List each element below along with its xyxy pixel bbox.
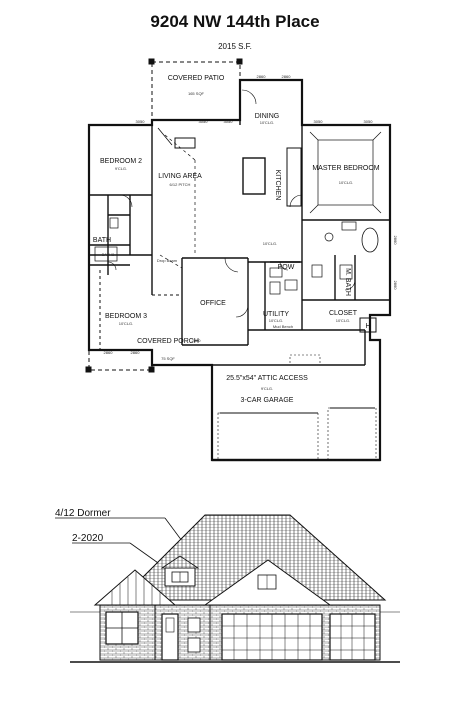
covered-patio-label: COVERED PATIO bbox=[168, 75, 225, 82]
svg-text:10'CLG.: 10'CLG. bbox=[269, 318, 284, 323]
front-elevation: 4/12 Dormer 2-2020 12 9 bbox=[55, 508, 400, 663]
svg-text:3050: 3050 bbox=[136, 119, 146, 124]
svg-text:2860: 2860 bbox=[104, 350, 114, 355]
living-area-label: LIVING AREA bbox=[158, 173, 202, 180]
svg-text:10'CLG.: 10'CLG. bbox=[263, 241, 278, 246]
master-tub bbox=[361, 227, 379, 253]
svg-text:75 SQF: 75 SQF bbox=[161, 356, 175, 361]
window-note: 2-2020 bbox=[72, 533, 104, 544]
svg-text:3050: 3050 bbox=[224, 119, 234, 124]
svg-text:3050: 3050 bbox=[364, 119, 374, 124]
powder-label: POW bbox=[278, 264, 295, 271]
svg-text:2860: 2860 bbox=[393, 236, 398, 246]
fireplace bbox=[174, 137, 196, 149]
office-label: OFFICE bbox=[200, 300, 226, 307]
kitchen-label: KITCHEN bbox=[274, 170, 281, 201]
svg-text:Mud Bench: Mud Bench bbox=[273, 324, 293, 329]
bath-2-label: BATH2 bbox=[102, 252, 115, 257]
svg-text:2860: 2860 bbox=[192, 338, 202, 343]
svg-text:2860: 2860 bbox=[131, 350, 141, 355]
master-bedroom-label: MASTER BEDROOM bbox=[312, 165, 379, 172]
svg-text:3050: 3050 bbox=[314, 119, 324, 124]
svg-text:6/12 PITCH: 6/12 PITCH bbox=[170, 182, 191, 187]
svg-text:10'CLG.: 10'CLG. bbox=[260, 120, 275, 125]
svg-text:H: H bbox=[365, 323, 370, 330]
kitchen-island bbox=[242, 157, 266, 195]
garage-label: 3-CAR GARAGE bbox=[241, 397, 294, 404]
garage-doors bbox=[221, 613, 376, 661]
svg-text:10'CLG.: 10'CLG. bbox=[339, 180, 354, 185]
attic-access-label: 25.5"x54" ATTIC ACCESS bbox=[226, 375, 308, 382]
dormer-note: 4/12 Dormer bbox=[55, 508, 111, 519]
master-bath-label: M. BATH bbox=[344, 268, 351, 296]
bedroom-3-label: BEDROOM 3 bbox=[105, 313, 147, 320]
svg-text:2860: 2860 bbox=[257, 74, 267, 79]
covered-patio-size: 165 SQF bbox=[188, 91, 205, 96]
svg-text:2860: 2860 bbox=[393, 281, 398, 291]
svg-text:10'CLG.: 10'CLG. bbox=[336, 318, 351, 323]
svg-text:Drop Beam: Drop Beam bbox=[157, 258, 178, 263]
closet-label: CLOSET bbox=[329, 310, 358, 317]
plan-title: 9204 NW 144th Place bbox=[150, 12, 320, 31]
square-footage: 2015 S.F. bbox=[218, 42, 252, 51]
svg-text:9'CLG.: 9'CLG. bbox=[261, 386, 273, 391]
covered-porch-outline bbox=[88, 349, 153, 371]
dining-label: DINING bbox=[255, 113, 280, 120]
bath-label: BATH bbox=[93, 237, 111, 244]
utility-label: UTILITY bbox=[263, 311, 289, 318]
svg-text:9'CLG.: 9'CLG. bbox=[115, 166, 127, 171]
svg-text:10'CLG.: 10'CLG. bbox=[119, 321, 134, 326]
svg-text:3050: 3050 bbox=[199, 119, 209, 124]
covered-porch-label: COVERED PORCH bbox=[137, 338, 199, 345]
svg-text:2860: 2860 bbox=[282, 74, 292, 79]
bedroom-2-label: BEDROOM 2 bbox=[100, 158, 142, 165]
